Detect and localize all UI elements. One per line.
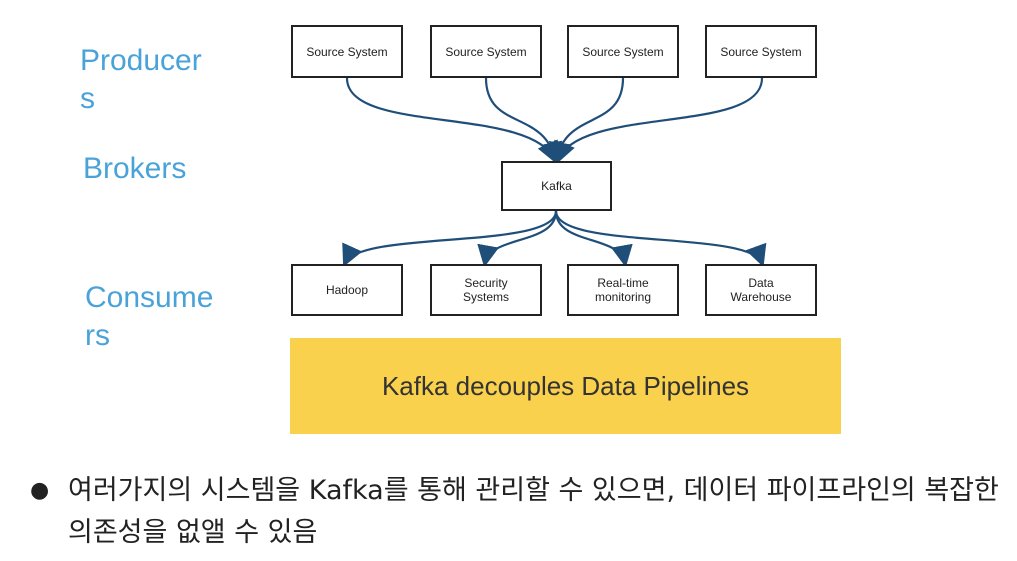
decouple-banner: Kafka decouples Data Pipelines: [290, 338, 841, 434]
consumer-box-realtime: Real-time monitoring: [567, 264, 679, 316]
arrow-consumer-2: [477, 210, 558, 268]
arrow-consumer-4: [554, 210, 767, 268]
bullet-text: 여러가지의 시스템을 Kafka를 통해 관리할 수 있으면, 데이터 파이프라…: [68, 475, 999, 548]
arrow-consumer-3: [554, 210, 633, 268]
consumer-box-warehouse: Data Warehouse: [705, 264, 817, 316]
consumers-label: Consume rs: [85, 281, 214, 352]
producers-label: Producer s: [80, 44, 202, 115]
kafka-broker-box: Kafka: [501, 161, 612, 211]
bullet-dot-icon: ●: [30, 478, 50, 503]
bullet-item: ● 여러가지의 시스템을 Kafka를 통해 관리할 수 있으면, 데이터 파이…: [30, 470, 1005, 554]
producer-box-1: Source System: [291, 25, 403, 78]
producer-box-4: Source System: [705, 25, 817, 78]
producer-box-2: Source System: [430, 25, 542, 78]
arrow-producer-1: [345, 77, 558, 165]
brokers-label: Brokers: [83, 152, 187, 185]
producer-box-3: Source System: [567, 25, 679, 78]
consumer-box-hadoop: Hadoop: [291, 264, 403, 316]
arrow-consumer-1: [342, 210, 558, 267]
arrow-producer-4: [554, 77, 764, 165]
consumer-box-security: Security Systems: [430, 264, 542, 316]
